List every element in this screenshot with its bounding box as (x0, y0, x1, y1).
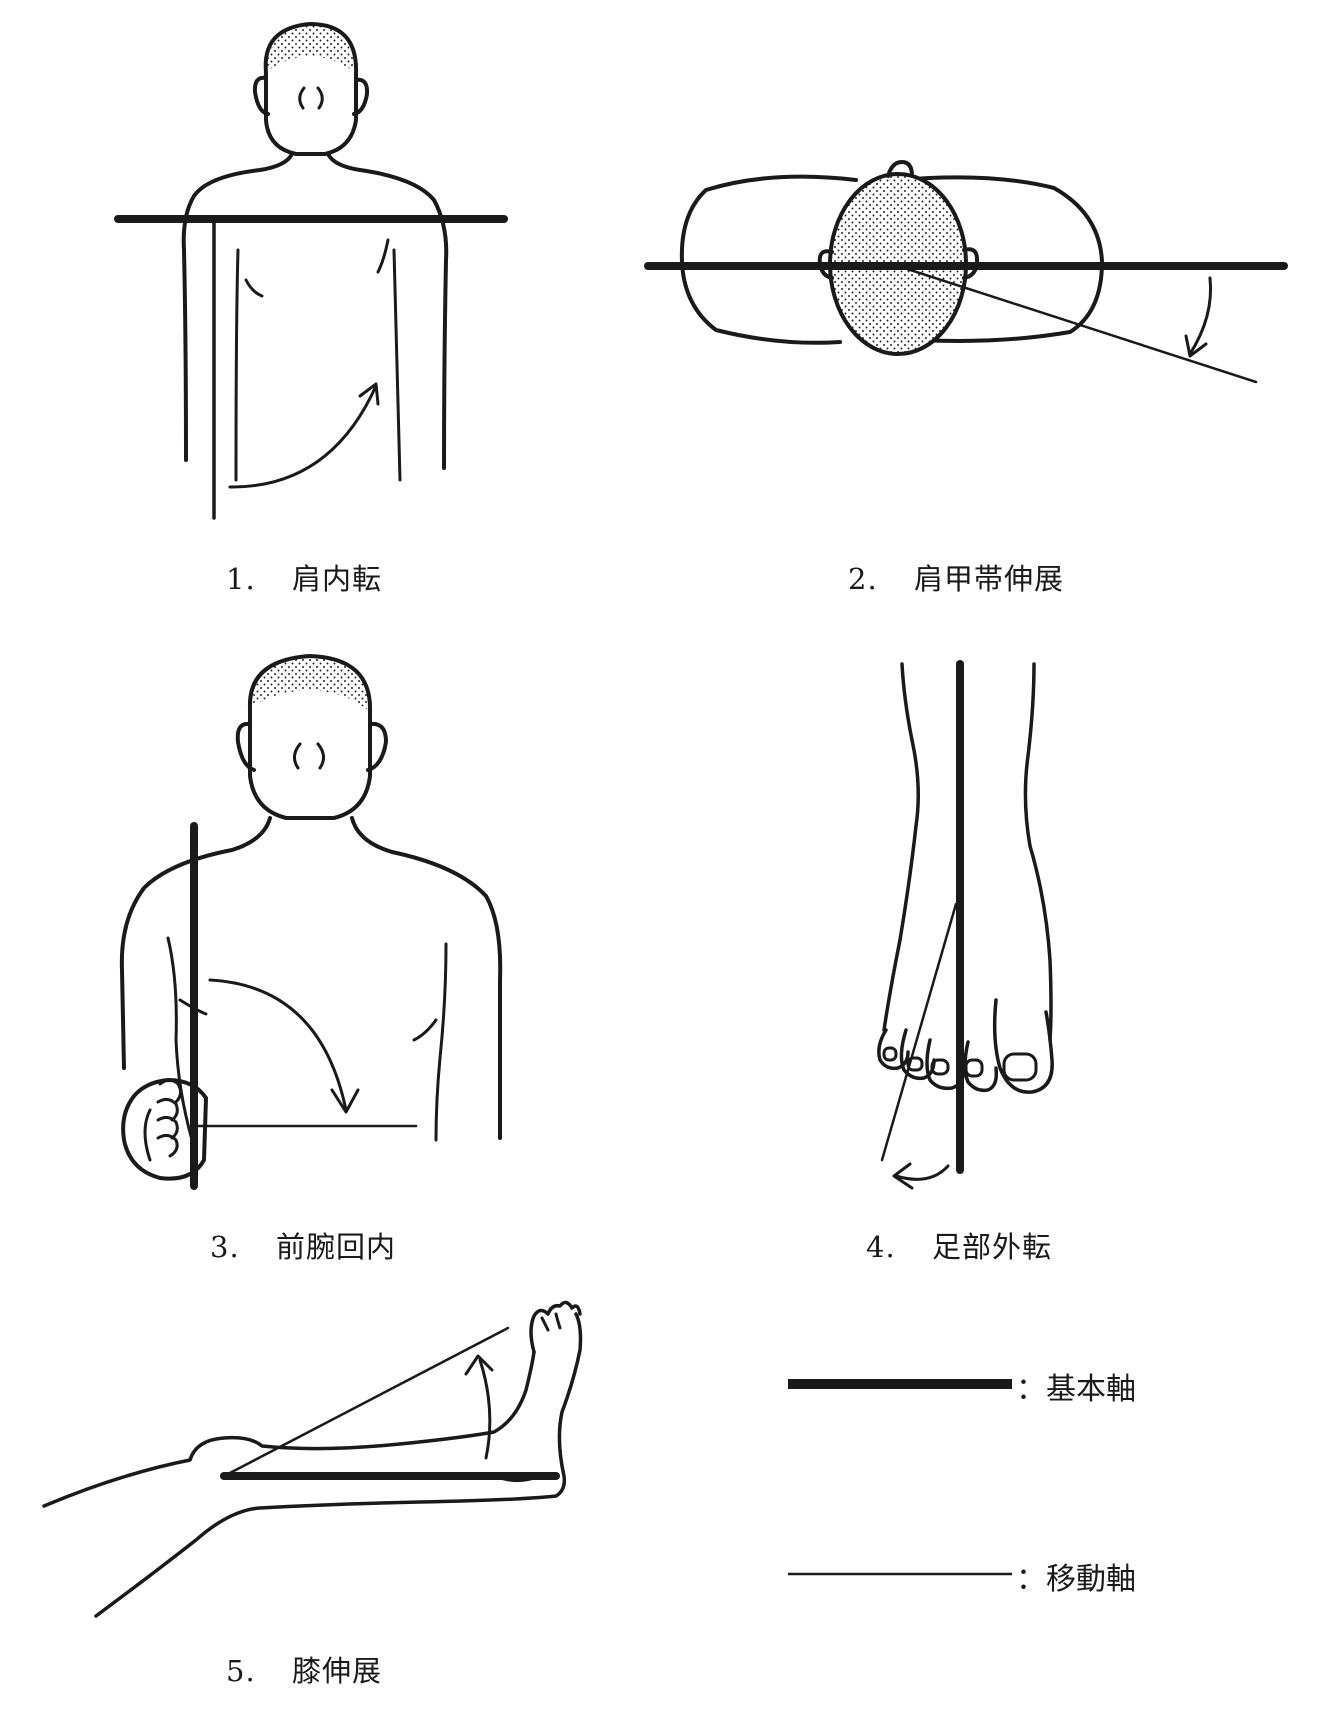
toe-5-nail (882, 1046, 898, 1062)
caption-number: 1. (226, 562, 256, 596)
left-ear (235, 721, 256, 772)
caption-number: 4. (866, 1230, 896, 1264)
arrowhead (464, 1354, 494, 1376)
caption-label: 足部外転 (932, 1230, 1053, 1264)
arrowhead (358, 382, 380, 406)
right-ear (352, 77, 370, 116)
legend-moving-axis-label: ：移動軸 (1016, 1562, 1136, 1597)
nose (293, 742, 325, 770)
toe-4-nail (906, 1056, 924, 1072)
moving-axis (896, 264, 1258, 384)
nose (298, 86, 324, 110)
moving-axis (880, 902, 958, 1162)
torso-outline (181, 152, 449, 470)
caption-number: 2. (848, 562, 878, 596)
leg-outline (882, 662, 1053, 1042)
arrowhead (1184, 334, 1208, 358)
motion-arrow (208, 978, 348, 1112)
arrowhead (330, 1088, 360, 1114)
motion-arrow (478, 1358, 492, 1460)
nose (886, 160, 914, 178)
toes (529, 1300, 582, 1354)
caption-panel-1: 1. 肩内転 (226, 556, 382, 598)
left-ear (252, 75, 270, 116)
toe-4 (899, 1028, 936, 1081)
toe-5 (877, 1028, 910, 1071)
motion-arrow (894, 1164, 950, 1181)
fingers (143, 1078, 183, 1162)
lower-leg (94, 1312, 583, 1618)
panel-2-scapular-extension (644, 160, 1288, 384)
motion-arrow (228, 384, 378, 489)
panel-5-knee-extension (42, 1300, 583, 1618)
caption-panel-2: 2. 肩甲帯伸展 (848, 556, 1064, 598)
leg-outline (42, 1350, 536, 1508)
legend-swatches (788, 1379, 1012, 1576)
legend-basic-axis-label: ：基本軸 (1016, 1372, 1136, 1407)
caption-number: 3. (210, 1230, 240, 1264)
caption-panel-3: 3. 前腕回内 (210, 1224, 396, 1266)
caption-label: 肩甲帯伸展 (914, 562, 1065, 596)
big-toe (992, 998, 1054, 1094)
right-ear (366, 721, 388, 772)
caption-label: 膝伸展 (292, 1654, 383, 1688)
toe-2-nail (964, 1058, 984, 1078)
hair-stipple (250, 658, 370, 712)
big-toe-nail (1002, 1052, 1038, 1082)
caption-panel-5: 5. 膝伸展 (226, 1648, 382, 1690)
arrowhead (892, 1162, 914, 1190)
caption-panel-4: 4. 足部外転 (866, 1224, 1052, 1266)
caption-number: 5. (226, 1654, 256, 1688)
panel-4-foot-abduction (877, 660, 1054, 1190)
panel-1-shoulder-adduction (114, 22, 508, 520)
hair-stipple (266, 24, 356, 74)
torso-outline (119, 816, 503, 1140)
caption-label: 前腕回内 (276, 1230, 397, 1264)
panel-3-forearm-pronation (119, 654, 503, 1190)
moving-axis (226, 1326, 510, 1476)
head (247, 654, 373, 820)
motion-arrow (1188, 276, 1213, 356)
caption-label: 肩内転 (292, 562, 383, 596)
head (263, 22, 359, 156)
